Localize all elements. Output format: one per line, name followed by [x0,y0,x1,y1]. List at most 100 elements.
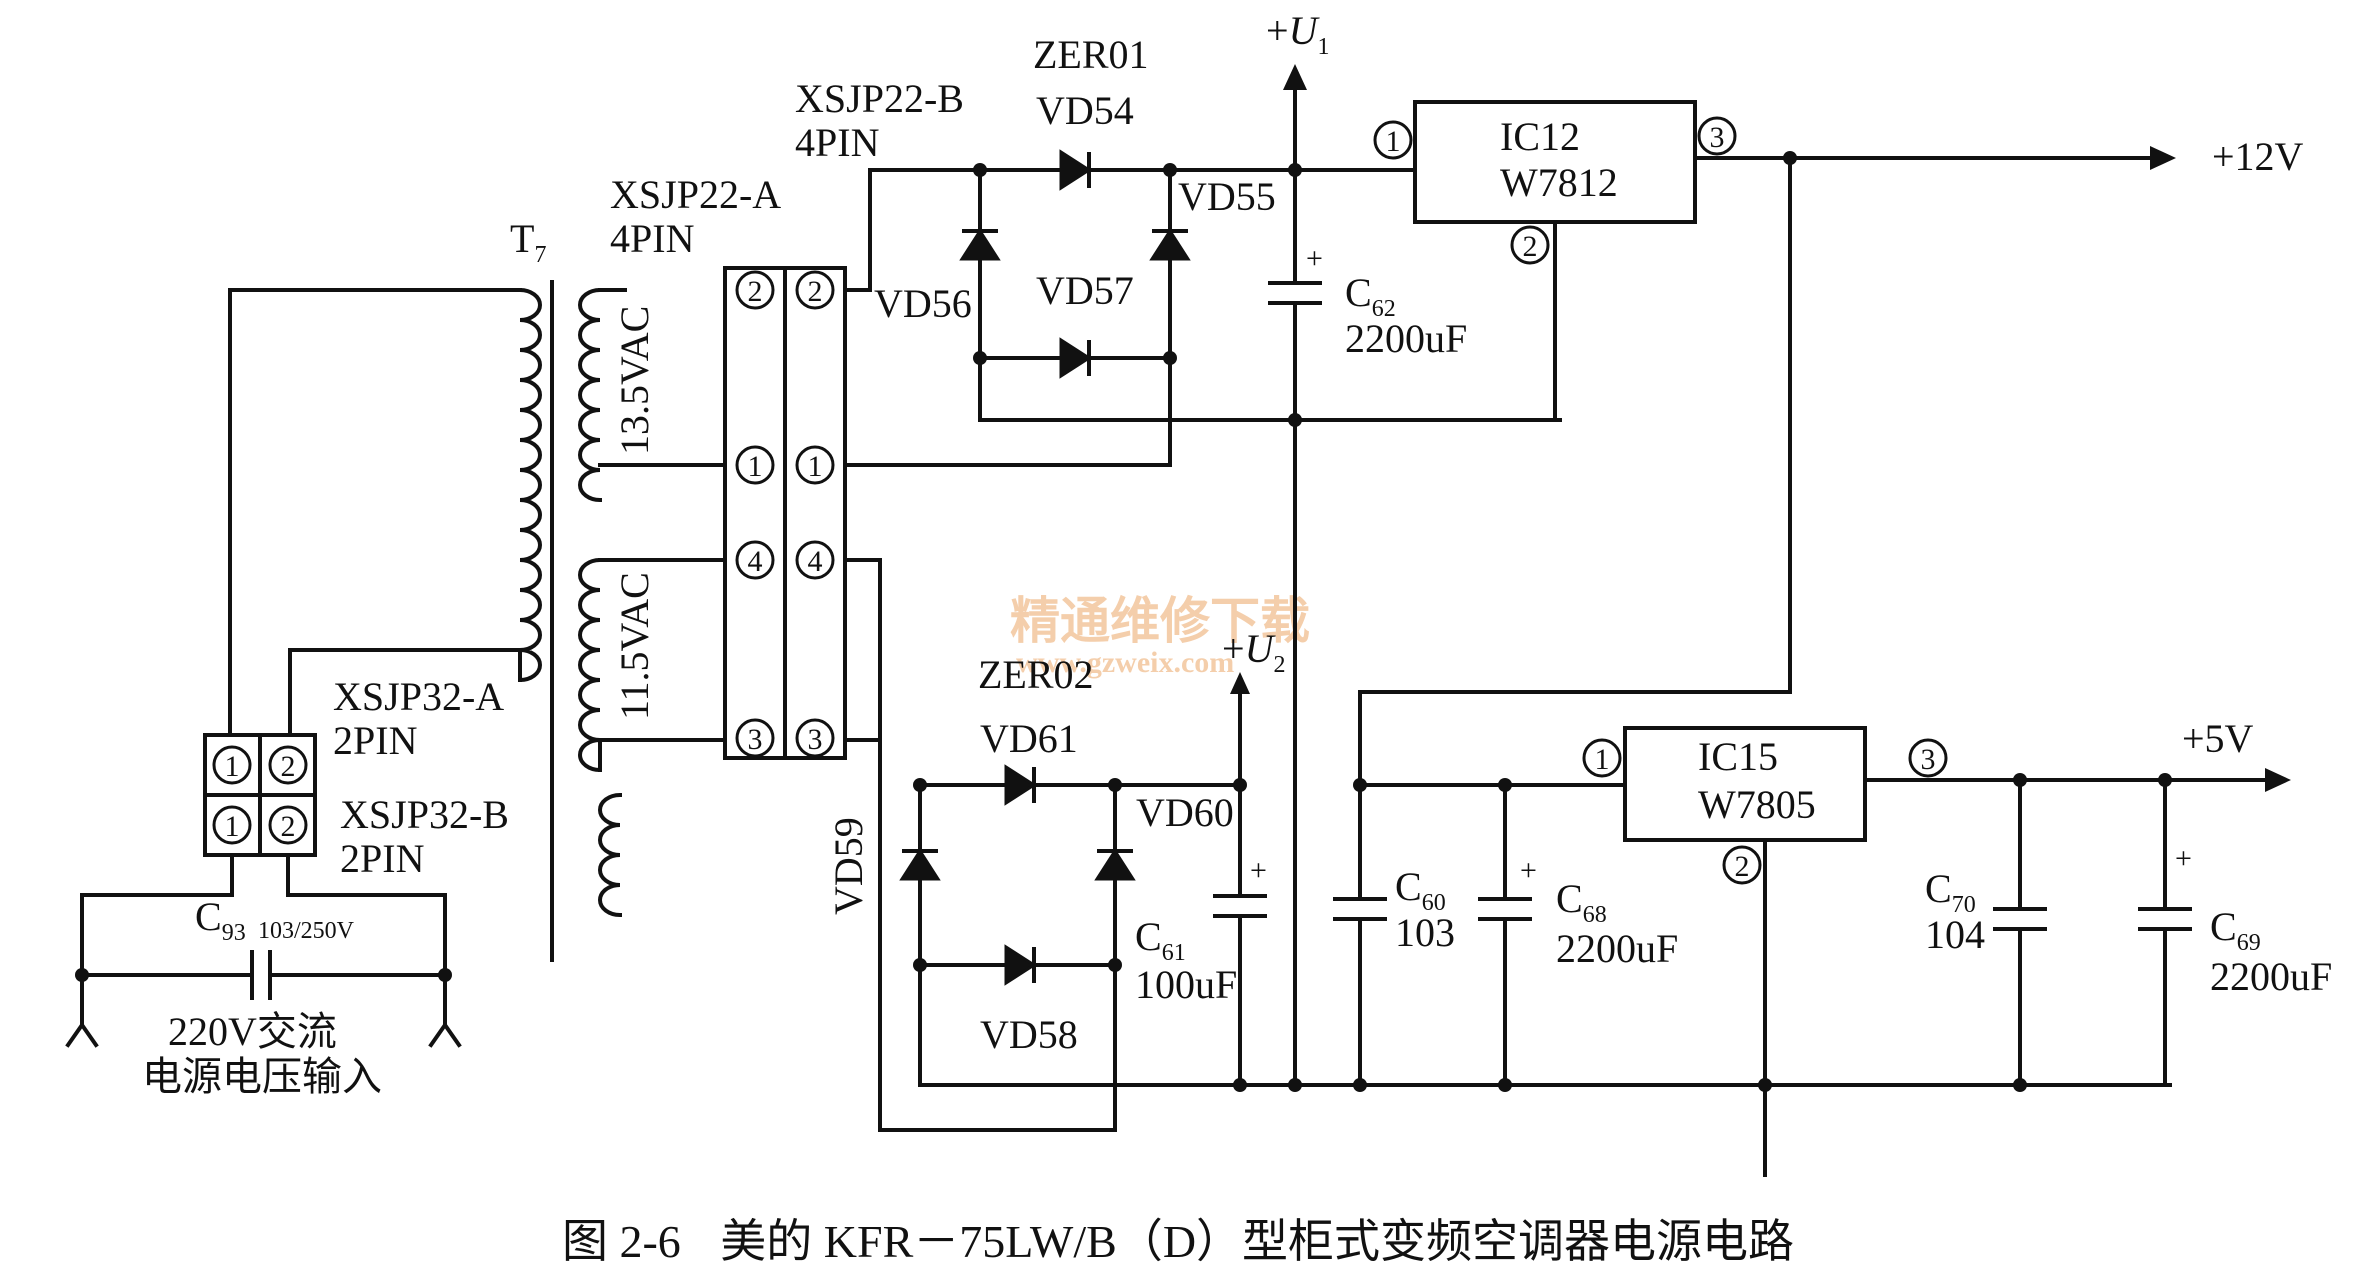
diode-vd61-label: VD61 [980,716,1078,761]
upper-bridge-input-a [843,168,982,292]
svg-text:2: 2 [808,275,823,308]
diode-vd55 [1150,229,1190,261]
diode-vd60-label: VD60 [1136,790,1234,835]
regulator-ic12: 1 3 2 IC12 W7812 +12V [1293,100,2304,422]
pin-2-a: 2 [735,270,775,310]
diode-vd57-label: VD57 [1036,268,1134,313]
primary-winding [517,287,542,683]
xsjp32b-pin1: 1 [212,805,252,845]
svg-text:2: 2 [281,810,296,843]
rail-u1-label: +U1 [1266,8,1329,60]
rail-u2: +U2 [1222,626,1285,1092]
diode-vd59-label: VD59 [826,817,871,915]
output-5v-label: +5V [2182,716,2254,761]
voltage-label-upper: 13.5VAC [612,306,657,455]
capacitor-c68: + C68 2200uF [1478,854,1678,971]
diode-vd59 [900,849,940,881]
connector-xsjp32b-pins: 2PIN [340,836,424,881]
svg-text:+: + [1306,242,1323,275]
pin-1-a: 1 [735,445,775,485]
connector-xsjp22a-name: XSJP22-A [610,172,781,217]
lower-bridge-input-a [843,558,1117,1132]
svg-text:1: 1 [1595,743,1610,776]
diode-vd55-label: VD55 [1178,174,1276,219]
primary-lead-bottom [288,648,522,737]
diode-vd58 [1004,945,1036,985]
capacitor-c62-value: 2200uF [1345,316,1467,361]
svg-text:3: 3 [808,723,823,756]
regulator-ic12-part: W7812 [1500,160,1618,205]
capacitor-c70: C70 104 [1925,866,2047,957]
transformer-label: T7 [510,216,546,268]
bridge-zer01-label: ZER01 [1033,32,1149,77]
connector-xsjp22b-name: XSJP22-B [795,76,964,121]
watermark-title: 精通维修下载 [1010,593,1310,649]
watermark-url: www.gzweix.com [1016,646,1234,679]
capacitor-c93-value: 103/250V [258,918,355,944]
capacitor-c61: + C61 100uF [1135,854,1267,1007]
ic15-pin1: 1 [1582,738,1622,778]
capacitor-c61-value: 100uF [1135,962,1237,1007]
secondary-winding-upper [578,287,603,503]
output-12v-label: +12V [2212,134,2304,179]
regulator-ic12-body [1413,100,1697,224]
svg-text:3: 3 [1710,121,1725,154]
capacitor-c70-label: C70 [1925,866,1976,918]
svg-text:+: + [1250,854,1267,887]
capacitor-c69: + C69 2200uF [2138,842,2332,999]
capacitor-c60: C60 103 [1333,864,1455,955]
lead-11v-pin3 [598,738,727,772]
xsjp32b-pin2: 2 [268,805,308,845]
transformer-t7: T7 13.5VAC 11.5VAC [510,216,657,962]
ic12-pin2: 2 [1510,225,1550,265]
figure-number: 图 2-6 [561,1216,681,1267]
pin-1-b: 1 [795,445,835,485]
watermark: 精通维修下载 www.gzweix.com [1010,593,1310,679]
svg-text:3: 3 [748,723,763,756]
connector-xsjp32b-name: XSJP32-B [340,792,509,837]
ac-input-label-line2: 电源电压输入 [142,1054,382,1099]
ic15-pin2: 2 [1722,845,1762,885]
ac-input-label-line1: 220V交流 [168,1009,337,1054]
svg-text:2: 2 [1735,850,1750,883]
svg-text:1: 1 [748,450,763,483]
pin-3-a: 3 [735,718,775,758]
bridge-zer02-label: ZER02 [978,652,1094,697]
auxiliary-winding [598,792,623,918]
rail-u1: +U1 [1266,8,1329,1087]
capacitor-c60-label: C60 [1395,864,1446,916]
svg-text:1: 1 [225,810,240,843]
capacitor-c62-label: C62 [1345,270,1396,322]
ic12-pin1: 1 [1373,120,1413,160]
diode-vd54-label: VD54 [1036,88,1134,133]
capacitor-c62: + C62 2200uF [1268,242,1467,361]
capacitor-c70-value: 104 [1925,912,1985,957]
svg-text:1: 1 [808,450,823,483]
svg-text:3: 3 [1921,743,1936,776]
capacitor-c93-label: C93 [195,894,246,946]
svg-text:4: 4 [748,545,763,578]
figure-title: 美的 KFR－75LW/B（D）型柜式变频空调器电源电路 [720,1216,1795,1267]
rail-u2-label: +U2 [1222,626,1285,678]
capacitor-c60-value: 103 [1395,910,1455,955]
secondary-winding-lower [578,557,603,773]
regulator-ic12-name: IC12 [1500,114,1580,159]
connector-xsjp32: 1 2 1 2 XSJP32-A 2PIN XSJP32-B 2PIN [203,674,509,881]
connector-xsjp22: 2 1 4 3 2 1 4 3 XSJP22-A 4PIN XSJP22-B 4… [610,76,964,760]
bridge-zer02: ZER02 VD61 VD60 VD59 VD58 [826,558,2172,1132]
connector-xsjp22a-pins: 4PIN [610,216,694,261]
connector-xsjp22b-pins: 4PIN [795,120,879,165]
svg-text:+: + [1520,854,1537,887]
diode-vd57 [1059,338,1091,378]
svg-text:+: + [2175,842,2192,875]
upper-bridge-input-b [843,418,1172,467]
connector-xsjp32a-name: XSJP32-A [333,674,504,719]
regulator-ic15-part: W7805 [1698,782,1816,827]
ac-input: C93 103/250V 220V交流 电源电压输入 [65,853,462,1099]
svg-text:4: 4 [808,545,823,578]
diode-vd58-label: VD58 [980,1012,1078,1057]
ac-terminal-right-icon [428,1021,462,1048]
svg-text:1: 1 [225,750,240,783]
svg-text:2: 2 [1523,230,1538,263]
